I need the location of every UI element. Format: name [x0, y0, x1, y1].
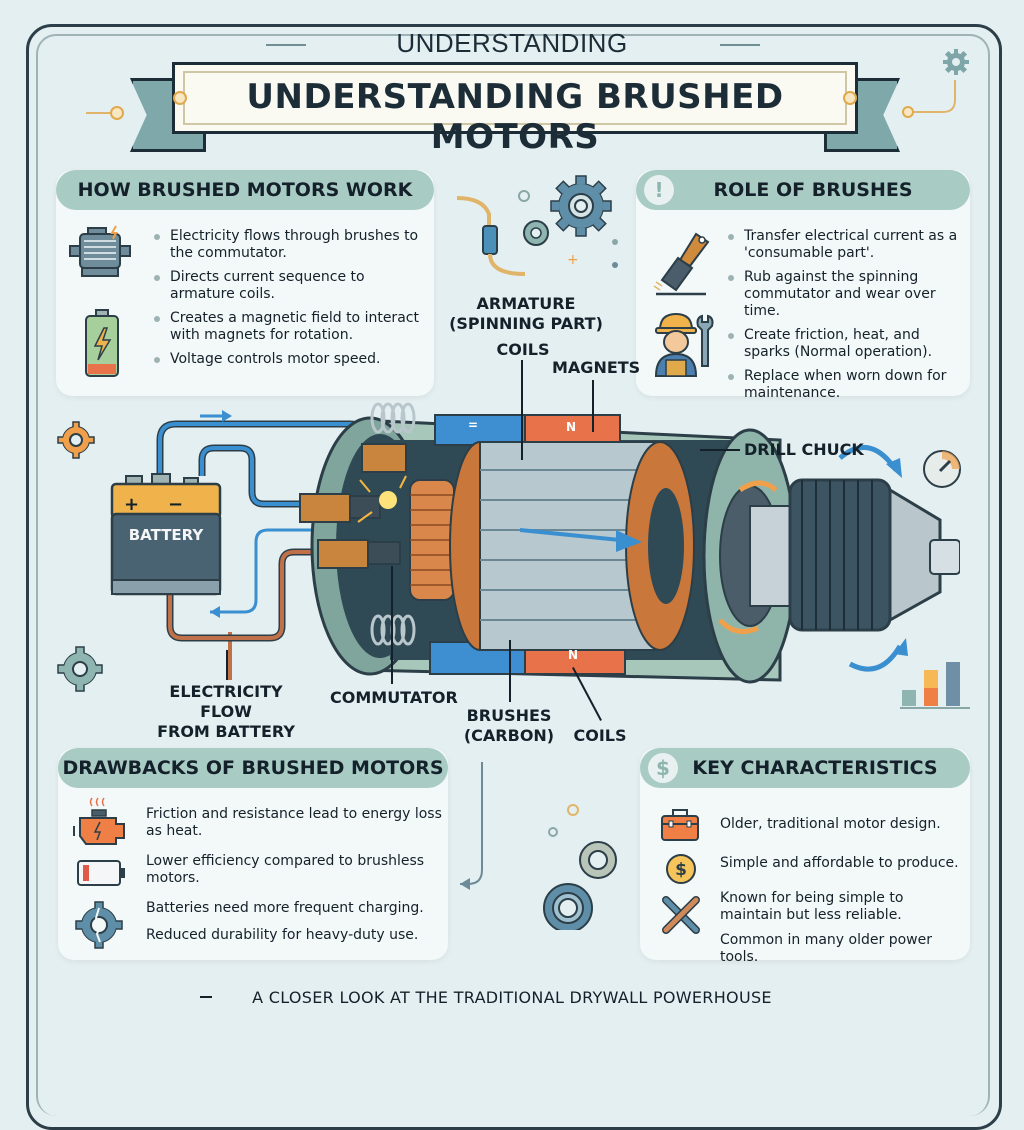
- gear-icon: [57, 421, 95, 459]
- hot-engine-icon: [73, 797, 125, 845]
- low-battery-icon: [77, 860, 125, 886]
- panel-role-of-brushes: ! ROLE OF BRUSHES Transfer electrical cu…: [636, 170, 970, 401]
- list-item: Reduced durability for heavy-duty use.: [146, 927, 419, 943]
- toolbox-icon: [661, 809, 699, 841]
- decor-line: [200, 996, 212, 998]
- list-item: Directs current sequence to armature coi…: [154, 269, 424, 303]
- brushed-motor-diagram: [110, 402, 960, 684]
- leader-line: [521, 360, 523, 460]
- leader-line: [391, 566, 393, 684]
- alert-icon: !: [644, 175, 674, 205]
- panel-drawbacks: DRAWBACKS OF BRUSHED MOTORS Friction and…: [58, 748, 448, 960]
- leader-line: [700, 449, 740, 451]
- inner-frame: [36, 34, 990, 1116]
- list-item: Known for being simple to maintain but l…: [720, 890, 904, 923]
- panel-title: HOW BRUSHED MOTORS WORK: [77, 179, 413, 201]
- panel-header: HOW BRUSHED MOTORS WORK: [56, 170, 434, 210]
- panel-title: KEY CHARACTERISTICS: [692, 757, 938, 779]
- brush-icon: [653, 232, 710, 296]
- label-armature: ARMATURE (SPINNING PART): [449, 294, 603, 333]
- list-item: Simple and affordable to produce.: [720, 855, 959, 871]
- dollar-icon: $: [648, 753, 678, 783]
- page-subtitle: UNDERSTANDING: [396, 28, 628, 58]
- footer-tagline: A CLOSER LOOK AT THE TRADITIONAL DRYWALL…: [252, 988, 772, 1007]
- battery-minus-label: −: [168, 494, 184, 515]
- label-magnets: MAGNETS: [552, 358, 641, 377]
- panel-key-characteristics: $ KEY CHARACTERISTICS $ Older, tradition…: [640, 748, 970, 965]
- gear-icon: [943, 49, 969, 75]
- label-electricity-flow: ELECTRICITY FLOW FROM BATTERY: [157, 682, 295, 741]
- battery-illustration: [110, 473, 222, 596]
- decor-knob: [110, 106, 124, 120]
- label-commutator: COMMUTATOR: [330, 688, 458, 707]
- panel-title: ROLE OF BRUSHES: [713, 179, 913, 201]
- list-item: Common in many older power tools.: [720, 932, 932, 965]
- decor-knob: [843, 91, 857, 105]
- list-item: Electricity flows through brushes to the…: [154, 228, 424, 262]
- electric-motor-icon: [69, 225, 131, 277]
- list-item: Friction and resistance lead to energy l…: [146, 806, 442, 839]
- magnet-pole-label: N: [568, 648, 579, 662]
- magnet-pole-label: =: [468, 418, 479, 432]
- leader-line: [509, 640, 511, 702]
- label-coils-top: COILS: [496, 340, 550, 359]
- decor-line: [266, 44, 306, 46]
- gears-decoration: [460, 762, 617, 930]
- svg-text:+: +: [567, 252, 579, 268]
- label-coils-bottom: COILS: [573, 726, 627, 745]
- leader-line: [226, 650, 228, 680]
- list-item: Rub against the spinning commutator and …: [728, 269, 964, 320]
- list-item: Voltage controls motor speed.: [154, 351, 424, 368]
- dollar-coin-icon: $: [666, 854, 696, 884]
- battery-charging-icon: [85, 309, 119, 377]
- battery-label: BATTERY: [128, 526, 204, 544]
- cable-and-gears-decoration: +: [456, 175, 618, 276]
- page-title: UNDERSTANDING BRUSHED MOTORS: [246, 77, 784, 157]
- bar-chart-icon: [900, 662, 970, 709]
- list-item: Older, traditional motor design.: [720, 816, 941, 832]
- svg-text:$: $: [675, 860, 687, 880]
- label-brushes: BRUSHES (CARBON): [463, 706, 555, 745]
- list-item: Creates a magnetic field to interact wit…: [154, 310, 424, 344]
- bullet-list: Electricity flows through brushes to the…: [154, 228, 424, 375]
- gauge-icon: [923, 450, 961, 488]
- panel-header: $ KEY CHARACTERISTICS: [640, 748, 970, 788]
- decor-line: [86, 112, 116, 114]
- broken-gear-icon: [75, 901, 123, 949]
- battery-plus-label: +: [124, 494, 140, 515]
- panel-how-brushed-motors-work: HOW BRUSHED MOTORS WORK Electricity flow…: [56, 170, 434, 396]
- leader-line: [592, 380, 594, 432]
- panel-title: DRAWBACKS OF BRUSHED MOTORS: [62, 757, 444, 779]
- label-drill-chuck: DRILL CHUCK: [744, 440, 864, 459]
- decor-connector: [902, 80, 956, 118]
- list-item: Replace when worn down for maintenance.: [728, 368, 964, 402]
- item-list: Older, traditional motor design. Simple …: [720, 816, 966, 973]
- panel-header: ! ROLE OF BRUSHES: [636, 170, 970, 210]
- panel-header: DRAWBACKS OF BRUSHED MOTORS: [58, 748, 448, 788]
- item-list: Friction and resistance lead to energy l…: [146, 806, 442, 951]
- decor-knob: [173, 91, 187, 105]
- gear-icon: [57, 646, 103, 692]
- list-item: Batteries need more frequent charging.: [146, 900, 424, 916]
- title-banner: UNDERSTANDING BRUSHED MOTORS: [172, 62, 858, 157]
- worker-with-wrench-icon: [654, 312, 714, 377]
- list-item: Lower efficiency compared to brushless m…: [146, 853, 425, 886]
- magnet-pole-label: N: [566, 420, 577, 434]
- crossed-wrenches-icon: [662, 896, 700, 934]
- decor-line: [720, 44, 760, 46]
- list-item: Create friction, heat, and sparks (Norma…: [728, 327, 964, 361]
- list-item: Transfer electrical current as a 'consum…: [728, 228, 964, 262]
- bullet-list: Transfer electrical current as a 'consum…: [728, 228, 964, 409]
